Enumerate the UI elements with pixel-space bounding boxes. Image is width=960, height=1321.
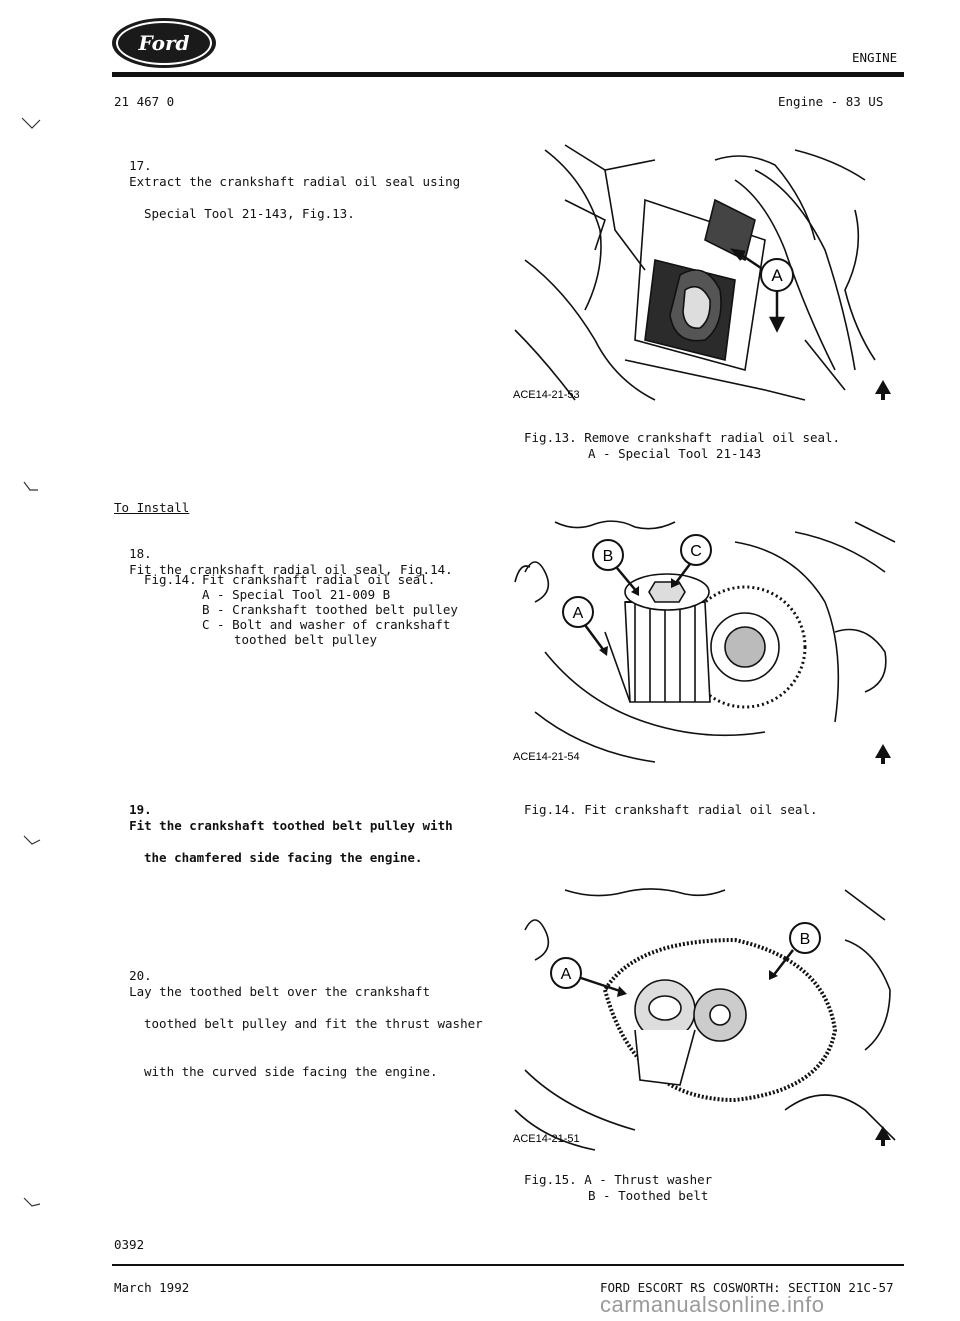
figure-15-illustration: B A ACE14-21-51 bbox=[505, 880, 905, 1152]
step-number: 20. bbox=[129, 968, 152, 983]
margin-marks bbox=[21, 117, 41, 1207]
header-rule bbox=[112, 72, 904, 77]
figure-13-illustration: A ACE14-21-53 bbox=[505, 140, 905, 410]
fig13-orientation-icon bbox=[875, 380, 891, 400]
fig14-legend-c: C - Bolt and washer of crankshaft bbox=[202, 617, 451, 632]
fig15-callout-a: A bbox=[561, 966, 572, 983]
fig15-orientation-icon bbox=[875, 1126, 891, 1146]
fig14-orientation-icon bbox=[875, 744, 891, 764]
fig13-caption-2: A - Special Tool 21-143 bbox=[588, 446, 762, 461]
install-heading: To Install bbox=[114, 500, 190, 515]
step-number: 17. bbox=[129, 158, 152, 173]
page-code: 0392 bbox=[114, 1237, 145, 1252]
ford-logo-text: Ford bbox=[116, 21, 212, 65]
fig15-code: ACE14-21-51 bbox=[513, 1133, 580, 1145]
step-18: 18. Fit the crankshaft radial oil seal, … bbox=[114, 530, 474, 578]
step-19: 19. Fit the crankshaft toothed belt pull… bbox=[114, 786, 474, 882]
fig14-callout-c: C bbox=[690, 543, 702, 560]
fig14-caption-1: Fig.14. Fit crankshaft radial oil seal. bbox=[524, 802, 818, 817]
watermark: carmanualsonline.info bbox=[600, 1292, 825, 1317]
fig13-caption-1: Fig.13. Remove crankshaft radial oil sea… bbox=[524, 430, 841, 445]
fig15-caption-2: B - Toothed belt bbox=[588, 1188, 709, 1203]
fig14-title: Fit crankshaft radial oil seal. bbox=[202, 572, 436, 587]
fig14-callout-a: A bbox=[573, 605, 584, 622]
step-text: Fit the crankshaft toothed belt pulley w… bbox=[129, 818, 453, 833]
step-17: 17. Extract the crankshaft radial oil se… bbox=[114, 142, 474, 238]
fig15-caption-1: Fig.15. A - Thrust washer bbox=[524, 1172, 713, 1187]
step-text: Extract the crankshaft radial oil seal u… bbox=[129, 174, 461, 189]
step-number: 18. bbox=[129, 546, 152, 561]
fig14-inline-caption: Fig.14. bbox=[144, 572, 197, 588]
fig14-code: ACE14-21-54 bbox=[513, 751, 580, 763]
fig14-label: Fig.14. bbox=[144, 572, 197, 587]
step-20: 20. Lay the toothed belt over the cranks… bbox=[114, 952, 494, 1096]
step-text: Lay the toothed belt over the crankshaft bbox=[129, 984, 431, 999]
fig13-callout-a: A bbox=[771, 266, 783, 285]
step-text: Fit the crankshaft radial oil seal, Fig.… bbox=[129, 562, 453, 577]
footer-date: March 1992 bbox=[114, 1280, 190, 1295]
footer-title: FORD ESCORT RS COSWORTH: SECTION 21C-57 bbox=[600, 1280, 894, 1295]
fig14-callout-b: B bbox=[603, 548, 614, 565]
step-text: Special Tool 21-143, Fig.13. bbox=[144, 206, 355, 221]
fig14-legend: Fit crankshaft radial oil seal. A - Spec… bbox=[202, 572, 492, 647]
step-number: 19. bbox=[129, 802, 152, 817]
fig14-legend-a: A - Special Tool 21-009 B bbox=[202, 587, 391, 602]
section-label: ENGINE bbox=[852, 50, 898, 65]
doc-number: 21 467 0 bbox=[114, 94, 175, 109]
ford-logo: Ford bbox=[112, 18, 216, 68]
step-text: with the curved side facing the engine. bbox=[144, 1064, 438, 1079]
fig15-callout-b: B bbox=[800, 931, 811, 948]
figure-14-illustration: B C A ACE14-21-54 bbox=[505, 512, 905, 772]
fig13-code: ACE14-21-53 bbox=[513, 389, 580, 401]
engine-label: Engine - 83 US bbox=[778, 94, 884, 109]
fig14-legend-b: B - Crankshaft toothed belt pulley bbox=[202, 602, 458, 617]
fig14-legend-c2: toothed belt pulley bbox=[234, 632, 377, 647]
step-text: the chamfered side facing the engine. bbox=[144, 850, 423, 865]
step-text: toothed belt pulley and fit the thrust w… bbox=[144, 1016, 483, 1031]
footer-rule bbox=[112, 1264, 904, 1266]
